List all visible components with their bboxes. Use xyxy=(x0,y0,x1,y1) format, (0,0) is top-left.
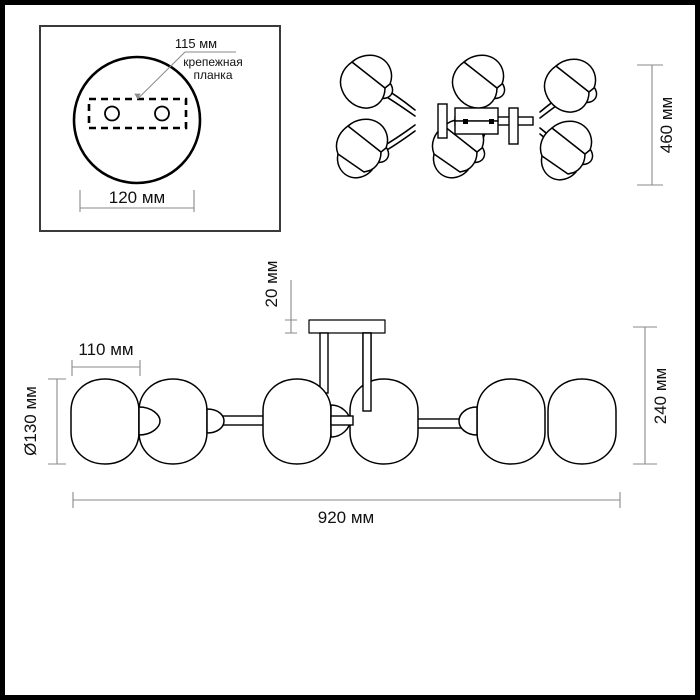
canopy-width-dimension-label: 120 мм xyxy=(109,188,165,207)
bracket-hole-left xyxy=(104,105,120,122)
main-shade-4 xyxy=(349,378,419,465)
canopy-circle xyxy=(72,55,202,185)
hub-screw-right xyxy=(489,119,494,124)
side-view-central-hub xyxy=(437,103,534,145)
total-width-label: 920 мм xyxy=(318,508,374,527)
main-shade-2 xyxy=(138,378,225,465)
side-view-group: 460 мм xyxy=(335,54,676,186)
main-shade-1 xyxy=(70,378,140,465)
canopy-stem-left xyxy=(319,332,329,394)
mounting-plate-detail-group: 115 мм крепежная планка 120 мм xyxy=(39,25,281,232)
side-arm-upper-right xyxy=(539,58,598,119)
canopy-stem-right-overlay xyxy=(362,332,372,412)
side-arm-upper-left xyxy=(339,54,416,117)
canopy-plate xyxy=(308,319,386,334)
side-arm-upper-center xyxy=(451,54,506,117)
total-width-dimension: 920 мм xyxy=(72,492,621,527)
hub-body-lower xyxy=(454,120,499,135)
shade-diameter-dimension: Ø130 мм xyxy=(21,378,66,465)
hub-collar-left xyxy=(437,103,448,139)
callout-leader-diagonal xyxy=(137,51,186,100)
canopy-height-dimension: 20 мм xyxy=(262,260,297,334)
shade-spacing-label: 110 мм xyxy=(78,340,133,359)
bracket-hole-right xyxy=(154,105,170,122)
callout-arrowhead xyxy=(134,93,141,99)
shade-spacing-dimension: 110 мм xyxy=(71,340,141,376)
main-view-group: 110 мм Ø130 мм 20 мм 240 мм 920 мм xyxy=(21,260,670,527)
fixture-height-dimension: 240 мм xyxy=(633,326,670,465)
mount-callout-dimension: 115 мм xyxy=(175,36,217,51)
shade-diameter-label: Ø130 мм xyxy=(21,386,40,456)
shade-2-socket-cup-right xyxy=(206,408,225,434)
main-shade-3 xyxy=(262,378,351,465)
side-view-height-label: 460 мм xyxy=(657,97,676,153)
shade-2-socket-cup xyxy=(138,406,161,436)
side-arm-lower-left xyxy=(335,118,416,179)
canopy-height-label: 20 мм xyxy=(262,260,281,307)
side-arm-lower-right xyxy=(539,120,594,181)
main-shade-6 xyxy=(547,378,617,465)
hub-screw-left xyxy=(463,119,468,124)
canopy-width-dimension-line xyxy=(79,190,195,212)
hub-collar-right xyxy=(508,107,519,145)
fixture-height-label: 240 мм xyxy=(651,368,670,424)
shade-5-socket-cup xyxy=(458,406,478,436)
mount-callout-label-line1: крепежная xyxy=(183,55,242,69)
mount-callout-label-line2: планка xyxy=(194,68,233,82)
main-arm-rod-center-link xyxy=(330,415,354,426)
side-view-height-dimension: 460 мм xyxy=(637,64,676,186)
main-shade-5 xyxy=(458,378,546,465)
